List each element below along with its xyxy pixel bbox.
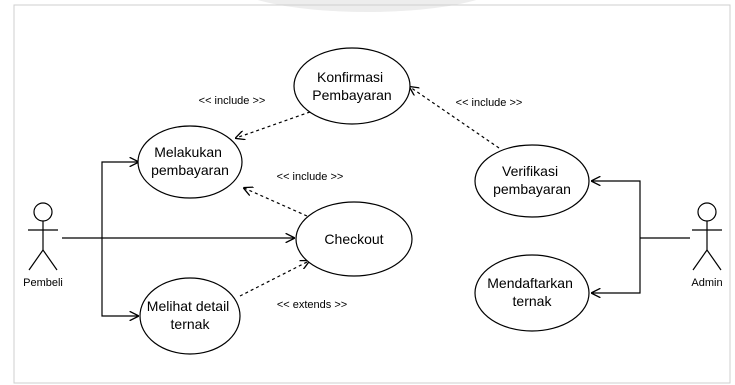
actor-admin[interactable]: Admin xyxy=(691,202,723,289)
assoc-pembeli-melihat xyxy=(101,238,138,316)
actor-pembeli-label: Pembeli xyxy=(23,277,63,289)
usecase-mendaftarkan-ellipse xyxy=(474,254,590,332)
usecase-verifikasi-ellipse xyxy=(474,144,590,218)
actor-pembeli[interactable]: Pembeli xyxy=(23,202,63,289)
assoc-pembeli-melakukan xyxy=(101,162,138,238)
usecase-konfirmasi-pembayaran[interactable]: Konfirmasi Pembayaran xyxy=(293,47,411,125)
diagram-frame xyxy=(13,4,731,384)
usecase-melakukan-pembayaran[interactable]: Melakukan pembayaran xyxy=(137,125,243,199)
actor-pembeli-head xyxy=(33,202,53,222)
relation-label-extends: << extends >> xyxy=(277,299,347,311)
usecase-checkout-label: Checkout xyxy=(324,231,383,247)
usecase-melihat-label: Melihat detail ternak xyxy=(147,298,233,332)
actor-admin-head xyxy=(697,202,717,222)
include-konfirmasi-melakukan xyxy=(236,111,311,138)
usecase-melihat-ellipse xyxy=(139,277,241,355)
relation-label-include-konfirmasi: << include >> xyxy=(199,95,266,107)
usecase-checkout-ellipse xyxy=(295,201,413,277)
usecase-melihat-detail-ternak[interactable]: Melihat detail ternak xyxy=(139,277,241,355)
usecase-verifikasi-label: Verifikasi pembayaran xyxy=(493,163,571,197)
assoc-admin-verifikasi xyxy=(592,181,641,238)
actor-admin-leg-left xyxy=(692,249,708,271)
extends-melihat-checkout xyxy=(239,261,309,297)
actor-pembeli-leg-left xyxy=(28,249,44,271)
usecase-konfirmasi-label: Konfirmasi Pembayaran xyxy=(312,69,391,103)
usecase-konfirmasi-ellipse xyxy=(293,47,411,125)
usecase-checkout[interactable]: Checkout xyxy=(295,201,413,277)
usecase-mendaftarkan-label: Mendaftarkan ternak xyxy=(487,275,577,309)
relation-label-include-verifikasi: << include >> xyxy=(456,97,523,109)
top-shade xyxy=(257,0,477,12)
usecase-mendaftarkan-ternak[interactable]: Mendaftarkan ternak xyxy=(474,254,590,332)
actor-admin-leg-right xyxy=(706,249,722,271)
usecase-melakukan-ellipse xyxy=(137,125,243,199)
relation-label-include-checkout: << include >> xyxy=(277,171,344,183)
include-checkout-melakukan xyxy=(244,188,308,217)
actor-pembeli-leg-right xyxy=(42,249,58,271)
usecase-verifikasi-pembayaran[interactable]: Verifikasi pembayaran xyxy=(474,144,590,218)
usecase-melakukan-label: Melakukan pembayaran xyxy=(151,144,229,178)
actor-admin-label: Admin xyxy=(691,277,722,289)
assoc-admin-mendaftarkan xyxy=(592,238,641,293)
